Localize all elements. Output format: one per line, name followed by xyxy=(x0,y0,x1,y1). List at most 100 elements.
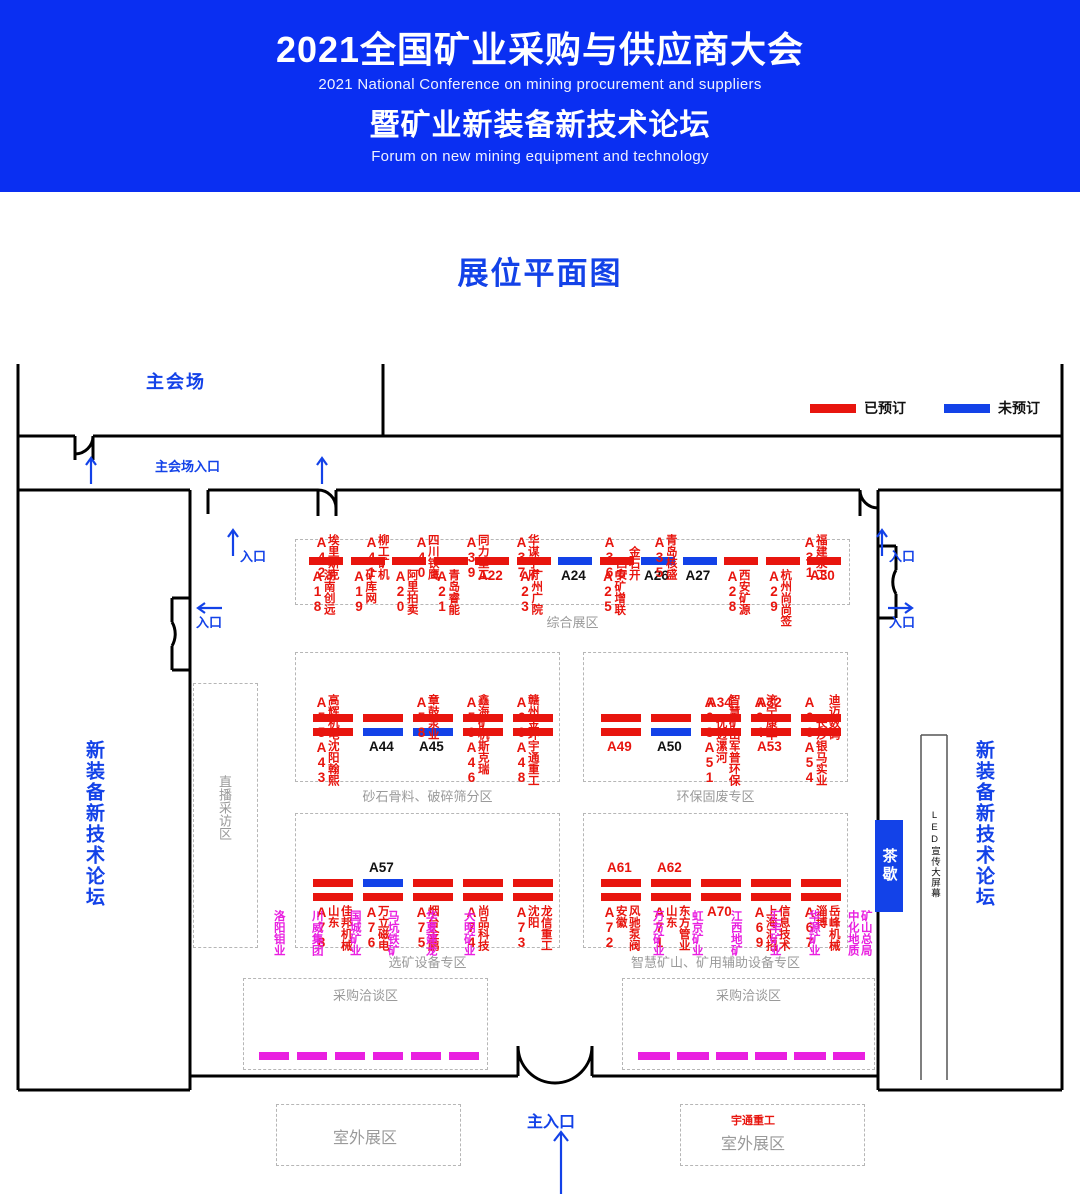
booth-bar[interactable] xyxy=(794,1052,826,1060)
booth-bar[interactable] xyxy=(765,557,800,565)
booth-bar[interactable] xyxy=(259,1052,289,1060)
booth-bar[interactable] xyxy=(313,893,353,901)
booth-company-name: 埃里斯克 xyxy=(326,534,339,580)
booth-bar[interactable] xyxy=(751,714,791,722)
booth-company-name: 信息技术 xyxy=(777,905,790,951)
booth-bar[interactable] xyxy=(475,557,509,565)
legend: 已预订 未预订 xyxy=(810,398,1040,418)
booth-bar[interactable] xyxy=(716,1052,748,1060)
zone-environmental xyxy=(583,652,848,782)
booth-bar[interactable] xyxy=(449,1052,479,1060)
booth-bar[interactable] xyxy=(801,714,841,722)
booth-bar[interactable] xyxy=(638,1052,670,1060)
booth-company-name: 宇通重工 xyxy=(526,740,539,786)
broadcast-zone xyxy=(193,683,258,948)
booth-bar[interactable] xyxy=(516,557,551,565)
booth-number: A54 xyxy=(802,740,817,785)
booth-bar[interactable] xyxy=(701,728,741,736)
booth-bar[interactable] xyxy=(363,714,403,722)
booth-bar[interactable] xyxy=(309,557,343,565)
booth-company-name: 西安矿源 xyxy=(737,569,750,615)
page-title: 展位平面图 xyxy=(457,256,623,291)
booth-bar[interactable] xyxy=(433,557,468,565)
booth-bar[interactable] xyxy=(751,879,791,887)
booth-bar[interactable] xyxy=(601,879,641,887)
booth-company-name: 江西地矿 xyxy=(729,910,742,956)
booth-bar[interactable] xyxy=(413,893,453,901)
booth-bar[interactable] xyxy=(701,879,741,887)
booth-bar[interactable] xyxy=(513,728,553,736)
booth-bar[interactable] xyxy=(350,557,385,565)
booth-bar[interactable] xyxy=(751,728,791,736)
booth-company-name: 国城矿业 xyxy=(348,910,361,956)
booth-company-name: 迪迈数码 xyxy=(827,694,840,740)
booth-bar[interactable] xyxy=(801,893,841,901)
booth-bar[interactable] xyxy=(463,714,503,722)
booth-bar[interactable] xyxy=(677,1052,709,1060)
booth-bar[interactable] xyxy=(701,893,741,901)
booth-number: A36 xyxy=(602,535,617,580)
booth-company-name: 烟台金鹏 xyxy=(426,905,439,951)
zone-environmental-label: 环保固废专区 xyxy=(676,789,755,804)
booth-bar[interactable] xyxy=(641,557,675,565)
booth-bar[interactable] xyxy=(807,557,841,565)
booth-bar[interactable] xyxy=(601,728,641,736)
booth-bar[interactable] xyxy=(601,893,641,901)
tea-break-box: 茶歇 xyxy=(875,820,903,912)
booth-bar[interactable] xyxy=(413,714,453,722)
booth-company-name: 万方矿业 xyxy=(651,910,664,956)
booth-bar[interactable] xyxy=(755,1052,787,1060)
booth-bar[interactable] xyxy=(513,714,553,722)
booth-company-name: 中化地质 xyxy=(846,910,859,956)
booth-bar[interactable] xyxy=(558,557,592,565)
booth-company-name: 矿山总局 xyxy=(859,910,872,956)
zone-smartmine-label: 智慧矿山、矿用辅助设备专区 xyxy=(630,955,800,970)
booth-number: A64 xyxy=(752,695,767,740)
booth-bar[interactable] xyxy=(463,728,503,736)
booth-number: A26 xyxy=(644,568,669,583)
booth-number: A44 xyxy=(369,739,394,754)
booth-bar[interactable] xyxy=(413,728,453,736)
booth-bar[interactable] xyxy=(297,1052,327,1060)
entrance-label-1: 入口 xyxy=(240,549,267,564)
booth-number: A29 xyxy=(766,569,782,614)
booth-company-name: 马坑铁矿 xyxy=(386,910,399,956)
entrance-label-3: 入口 xyxy=(889,549,916,564)
booth-bar[interactable] xyxy=(599,557,634,565)
booth-bar[interactable] xyxy=(724,557,758,565)
booth-bar[interactable] xyxy=(751,893,791,901)
booth-company-name: 青岛核盛 xyxy=(664,534,677,580)
booth-bar[interactable] xyxy=(392,557,426,565)
right-forum-label: 新装备新技术论坛 xyxy=(973,740,994,908)
booth-number: A59 xyxy=(464,695,479,740)
booth-bar[interactable] xyxy=(363,893,403,901)
booth-bar[interactable] xyxy=(413,879,453,887)
booth-bar[interactable] xyxy=(363,728,403,736)
booth-company-name: 华源矿业 xyxy=(807,910,820,956)
booth-bar[interactable] xyxy=(651,728,691,736)
booth-bar[interactable] xyxy=(801,879,841,887)
banner-subtitle-en: Forum on new mining equipment and techno… xyxy=(371,148,709,166)
booth-bar[interactable] xyxy=(833,1052,865,1060)
booth-bar[interactable] xyxy=(463,893,503,901)
booth-bar[interactable] xyxy=(335,1052,365,1060)
booth-bar[interactable] xyxy=(313,728,353,736)
booth-bar[interactable] xyxy=(363,879,403,887)
booth-company-name: 沈阳翰熙 xyxy=(326,740,339,786)
booth-bar[interactable] xyxy=(373,1052,403,1060)
booth-bar[interactable] xyxy=(313,879,353,887)
booth-bar[interactable] xyxy=(651,893,691,901)
booth-bar[interactable] xyxy=(701,714,741,722)
booth-bar[interactable] xyxy=(313,714,353,722)
booth-company-name: 赣州金环 xyxy=(526,694,539,740)
booth-bar[interactable] xyxy=(411,1052,441,1060)
booth-bar[interactable] xyxy=(651,879,691,887)
booth-bar[interactable] xyxy=(682,557,717,565)
booth-bar[interactable] xyxy=(601,714,641,722)
booth-bar[interactable] xyxy=(513,879,553,887)
booth-bar[interactable] xyxy=(463,879,503,887)
booth-bar[interactable] xyxy=(651,714,691,722)
booth-number: A40 xyxy=(414,535,429,580)
booth-bar[interactable] xyxy=(513,893,553,901)
booth-bar[interactable] xyxy=(801,728,841,736)
